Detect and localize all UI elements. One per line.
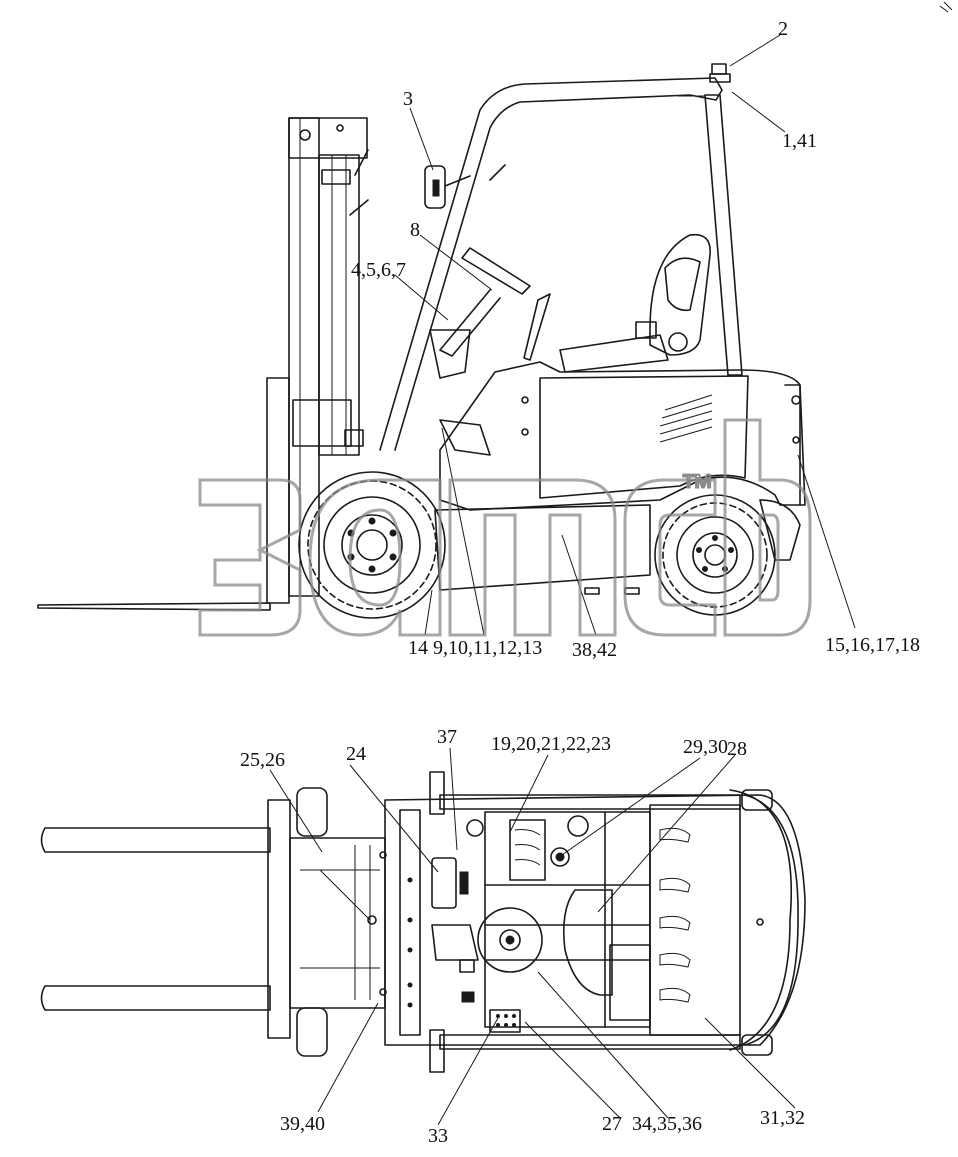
chassis-bolts <box>407 877 413 1008</box>
steering-wheel-top <box>477 907 543 973</box>
forklift-top-view: 25,26 24 37 19,20,21,22,23 29,30 28 39,4… <box>40 726 806 1147</box>
chassis-top <box>384 771 806 1073</box>
overhead-guard <box>379 63 743 451</box>
callout-8: 8 <box>410 219 420 241</box>
side-leader-lines <box>394 34 856 636</box>
control-levers-top <box>466 815 589 881</box>
dashboard-top <box>431 857 479 1003</box>
corner-mark <box>939 1 953 13</box>
callout-14: 14 <box>408 637 428 659</box>
rear-view-mirror <box>424 165 471 209</box>
callout-15-18: 15,16,17,18 <box>825 634 920 656</box>
watermark-logo: ™ <box>198 418 812 637</box>
top-callouts: 25,26 24 37 19,20,21,22,23 29,30 28 39,4… <box>240 726 805 1147</box>
side-callouts: 2 1,41 3 8 4,5,6,7 14 9,10,11,12,13 38,4… <box>351 18 920 661</box>
callout-38-42: 38,42 <box>572 639 617 661</box>
truck-body <box>434 361 806 595</box>
fork-top-upper <box>40 827 271 853</box>
carriage-top <box>267 799 291 1039</box>
overhead-guard-top <box>484 811 651 1028</box>
fork-carriage <box>266 377 290 604</box>
callout-37: 37 <box>437 726 457 748</box>
top-leader-lines <box>269 747 796 1126</box>
callout-4-5-6-7: 4,5,6,7 <box>351 259 406 281</box>
callout-19-23: 19,20,21,22,23 <box>491 733 611 755</box>
mast-top <box>289 837 387 1009</box>
forklift-side-view: 2 1,41 3 8 4,5,6,7 14 9,10,11,12,13 38,4… <box>37 18 920 661</box>
callout-39-40: 39,40 <box>280 1113 325 1135</box>
callout-3: 3 <box>403 88 413 110</box>
counterweight-top <box>649 804 741 1036</box>
rear-wheel-top-upper <box>741 789 773 811</box>
front-wheel <box>298 471 446 619</box>
callout-25-26: 25,26 <box>240 749 285 771</box>
trademark-symbol: ™ <box>680 468 714 506</box>
callout-31-32: 31,32 <box>760 1107 805 1129</box>
callout-28: 28 <box>727 738 747 760</box>
fork-side <box>37 602 271 611</box>
callout-34-35-36: 34,35,36 <box>632 1113 702 1135</box>
control-lever <box>523 293 551 361</box>
steering-column <box>429 164 531 379</box>
callout-29-30: 29,30 <box>683 736 728 758</box>
operator-seat <box>559 233 711 373</box>
fork-top-lower <box>40 985 271 1011</box>
callout-33: 33 <box>428 1125 448 1147</box>
callout-1-41: 1,41 <box>782 130 817 152</box>
callout-27: 27 <box>602 1113 622 1135</box>
pedals-top <box>489 1009 521 1033</box>
rear-wheel-top-lower <box>741 1034 773 1056</box>
front-wheel-top-upper <box>296 787 328 837</box>
vent-grille <box>659 394 713 443</box>
callout-24: 24 <box>346 743 366 765</box>
callout-2: 2 <box>778 18 788 40</box>
callout-9-13: 9,10,11,12,13 <box>433 637 542 659</box>
front-wheel-top-lower <box>296 1007 328 1057</box>
